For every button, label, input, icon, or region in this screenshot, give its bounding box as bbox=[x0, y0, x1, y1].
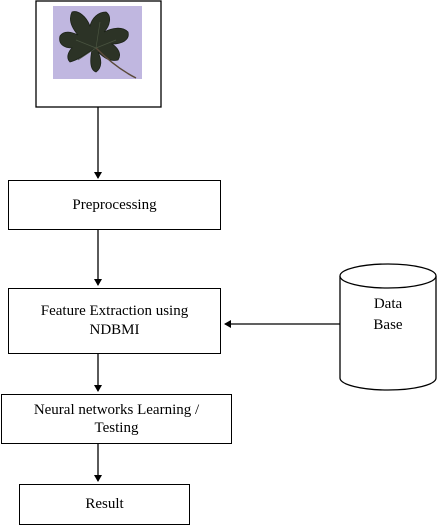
database-label-line1: Data bbox=[373, 296, 403, 312]
neural-networks-box: Neural networks Learning / Testing bbox=[1, 394, 232, 444]
database-label: Data Base bbox=[340, 294, 436, 336]
preprocessing-box: Preprocessing bbox=[8, 180, 221, 230]
result-label: Result bbox=[85, 496, 124, 512]
result-box: Result bbox=[19, 484, 190, 525]
database-cylinder bbox=[339, 263, 437, 391]
preprocessing-label: Preprocessing bbox=[72, 196, 157, 213]
feature-extraction-label-line2: NDBMI bbox=[89, 322, 140, 338]
leaf-photo-icon bbox=[53, 6, 142, 79]
feature-extraction-label-line1: Feature Extraction using bbox=[40, 303, 189, 319]
neural-networks-label-line1: Neural networks Learning / bbox=[33, 402, 200, 418]
feature-extraction-box: Feature Extraction using NDBMI bbox=[8, 288, 221, 354]
database-label-line2: Base bbox=[373, 317, 403, 333]
neural-networks-label-line2: Testing bbox=[94, 420, 139, 436]
